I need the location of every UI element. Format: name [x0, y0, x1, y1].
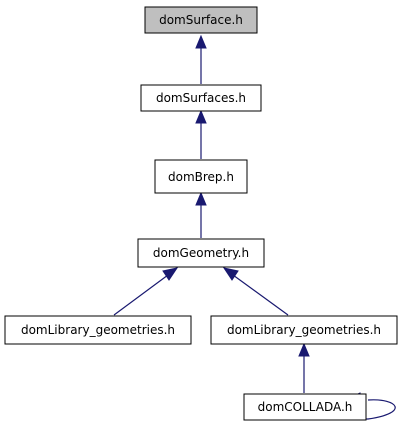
- edge-libgeo-left-to-geometry: [113, 267, 179, 316]
- node-box: [243, 393, 367, 421]
- node-dom-library-geometries-left[interactable]: domLibrary_geometries.h: [4, 315, 192, 345]
- node-label: domSurface.h: [159, 13, 243, 27]
- node-dom-surface[interactable]: domSurface.h: [144, 6, 258, 34]
- node-label: domSurfaces.h: [156, 91, 246, 105]
- node-label: domGeometry.h: [153, 246, 249, 260]
- node-box: [210, 315, 398, 345]
- node-label: domCOLLADA.h: [258, 400, 353, 414]
- edge-geometry-to-brep: [195, 191, 207, 238]
- edge-libgeo-right-to-geometry: [222, 267, 289, 316]
- node-label: domLibrary_geometries.h: [227, 323, 381, 337]
- edge-brep-to-surfaces: [195, 109, 207, 159]
- node-box: [144, 6, 258, 34]
- node-box: [137, 238, 265, 268]
- node-box: [140, 84, 262, 112]
- node-dom-collada[interactable]: domCOLLADA.h: [243, 393, 367, 421]
- node-dom-library-geometries-right[interactable]: domLibrary_geometries.h: [210, 315, 398, 345]
- node-label: domBrep.h: [168, 170, 234, 184]
- node-dom-brep[interactable]: domBrep.h: [154, 159, 248, 194]
- node-dom-geometry[interactable]: domGeometry.h: [137, 238, 265, 268]
- node-dom-surfaces[interactable]: domSurfaces.h: [140, 84, 262, 112]
- node-box: [154, 159, 248, 194]
- node-label: domLibrary_geometries.h: [21, 323, 175, 337]
- node-box: [4, 315, 192, 345]
- edge-collada-to-libgeo-right: [298, 342, 310, 393]
- edge-surfaces-to-surface: [195, 34, 207, 84]
